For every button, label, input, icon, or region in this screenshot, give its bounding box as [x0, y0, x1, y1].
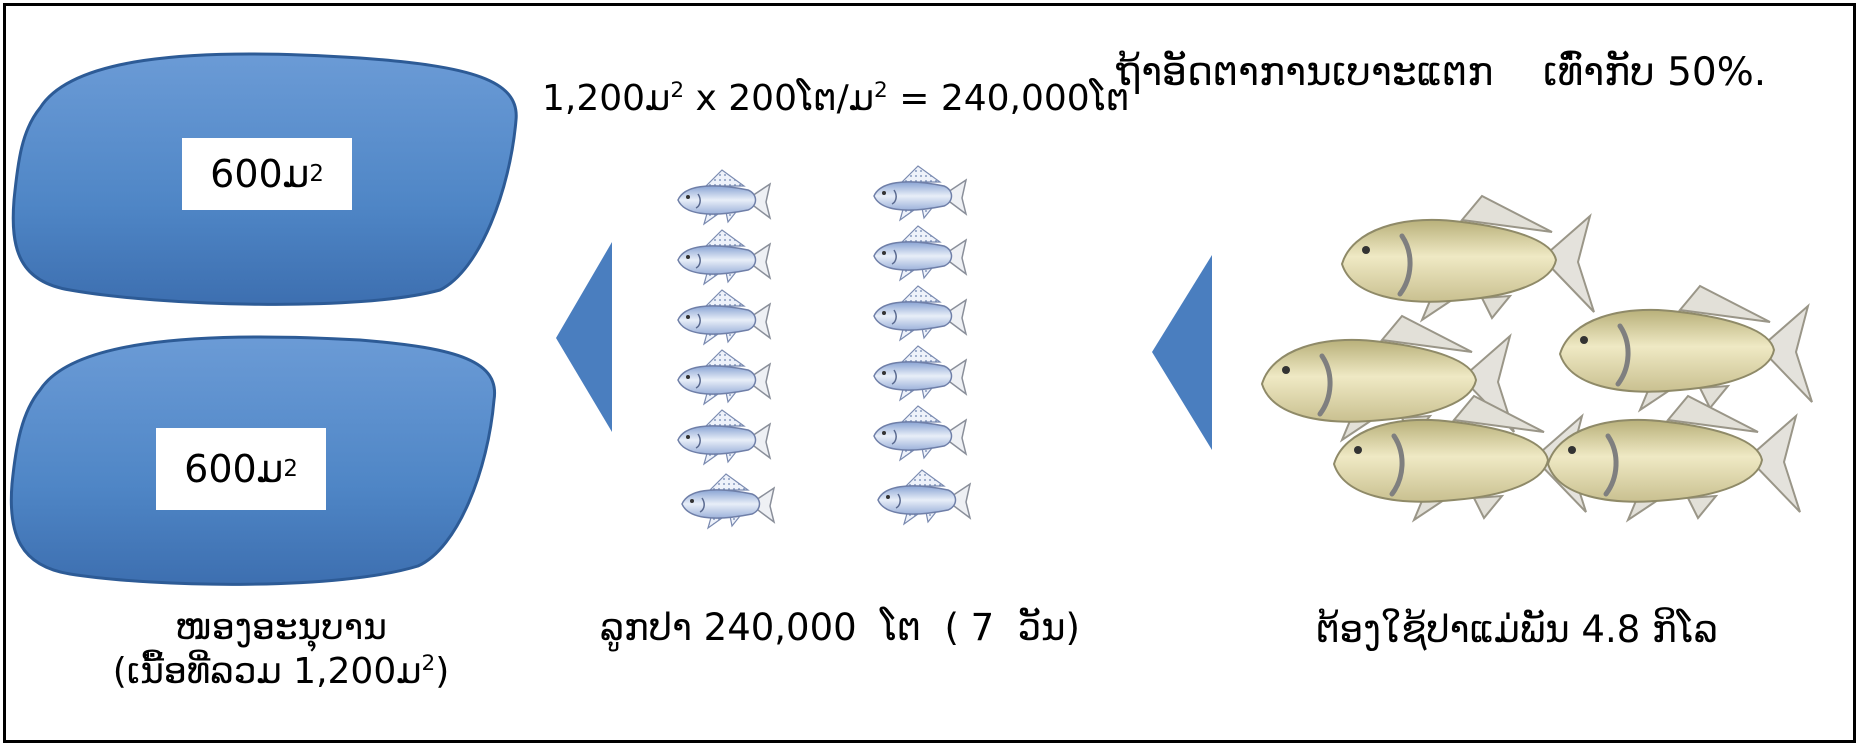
broodstock-fish	[1560, 286, 1812, 410]
fry-fish	[873, 345, 967, 401]
fry-fish	[873, 225, 967, 281]
fry-fish	[677, 409, 771, 465]
fry-fish	[873, 165, 967, 221]
fry-fish	[677, 229, 771, 285]
fry-fish	[873, 285, 967, 341]
fry-fish	[677, 349, 771, 405]
stocking-equation: 1,200ມ2 x 200ໂຕ/ມ2 = 240,000ໂຕ	[542, 78, 1130, 119]
broodstock-school	[1262, 196, 1812, 520]
hatching-rate-note: ຖ້າອັດຕາການເບາະແຕກ ເທົ່າກັບ 50%.	[1116, 50, 1767, 95]
fry-fish	[677, 289, 771, 345]
fry-fish	[677, 169, 771, 225]
arrow-left-2-icon	[1152, 255, 1212, 450]
fry-school	[677, 165, 971, 529]
broodstock-fish	[1548, 396, 1800, 520]
arrow-left-icon	[556, 242, 612, 432]
broodstock-fish	[1342, 196, 1594, 320]
fry-fish	[681, 473, 775, 529]
ponds-caption: ໜອງອະນຸບານ (ເນື້ອທີ່ລວມ 1,200ມ2)	[112, 607, 450, 692]
fry-fish	[877, 469, 971, 525]
fry-fish	[873, 405, 967, 461]
fry-caption: ລູກປາ 240,000 ໂຕ ( 7 ວັນ)	[600, 606, 1080, 649]
broodstock-caption: ຕ້ອງໃຊ້ປາແມ່ພັນ 4.8 ກິໂລ	[1316, 608, 1718, 651]
